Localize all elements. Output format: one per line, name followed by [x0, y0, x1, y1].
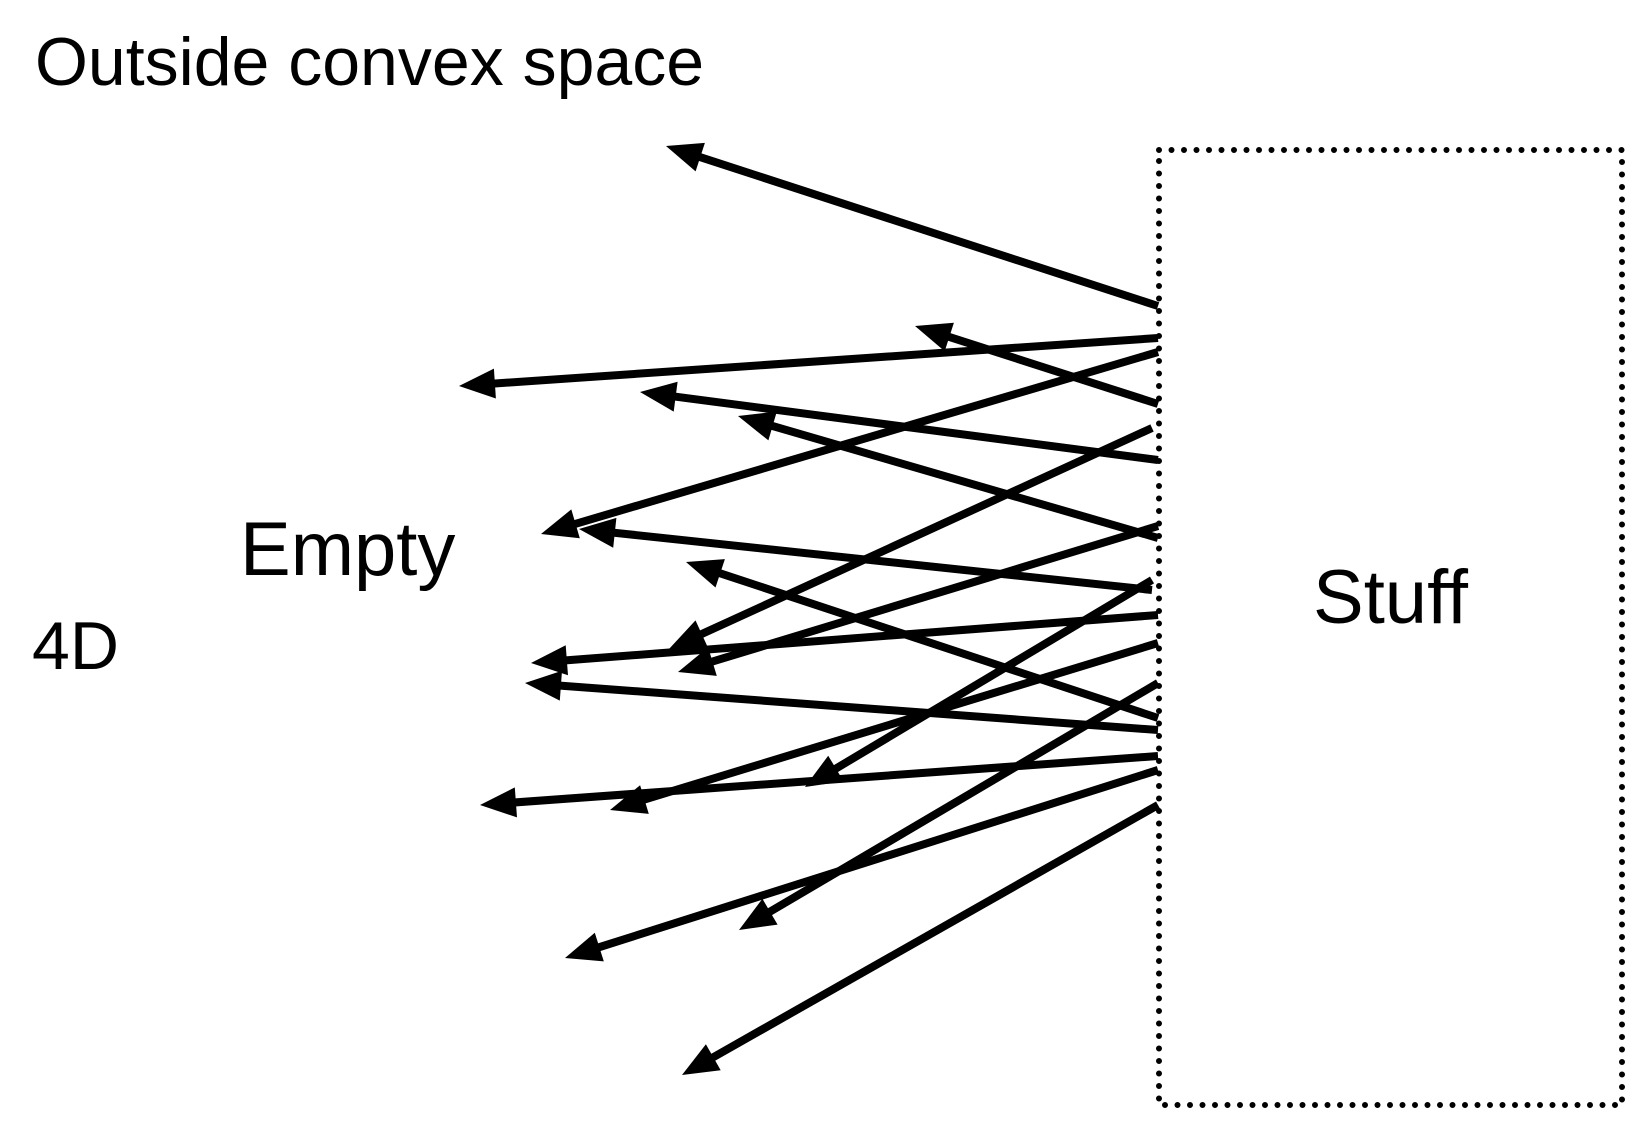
stuff-region-boundary: [1156, 147, 1625, 1108]
arrow-shaft: [698, 801, 1160, 1068]
arrow-shaft: [821, 576, 1155, 780]
diagram-title: Outside convex space: [35, 24, 705, 100]
arrowhead: [669, 620, 708, 649]
dimension-label: 4D: [32, 608, 119, 684]
arrow-shaft: [629, 639, 1160, 808]
arrows-group: [459, 142, 1161, 1075]
arrowhead: [738, 411, 777, 441]
arrow-shaft: [685, 148, 1160, 310]
arrow-2: [459, 334, 1159, 399]
arrow-shaft: [600, 527, 1153, 594]
arrowhead: [579, 517, 617, 548]
arrow-5: [640, 381, 1159, 464]
arrow-9: [579, 517, 1153, 594]
arrow-11: [686, 559, 1160, 722]
arrow-7: [669, 424, 1154, 649]
arrow-16: [739, 679, 1161, 930]
arrow-shaft: [584, 766, 1160, 956]
arrowhead: [525, 670, 562, 701]
arrow-shaft: [552, 611, 1159, 666]
arrow-10: [531, 611, 1159, 676]
arrowhead: [678, 647, 717, 676]
arrow-shaft: [501, 752, 1159, 808]
arrowhead: [666, 142, 705, 172]
arrowhead: [531, 645, 568, 676]
arrow-shaft: [705, 565, 1160, 722]
arrow-shaft: [686, 424, 1154, 644]
arrowhead: [915, 322, 954, 352]
arrow-6: [738, 411, 1160, 542]
arrow-shaft: [480, 334, 1159, 389]
arrowhead: [640, 381, 678, 412]
arrowhead: [480, 787, 517, 818]
arrowhead: [565, 932, 604, 962]
arrowhead: [686, 559, 725, 588]
arrow-17: [565, 766, 1160, 962]
arrow-1: [666, 142, 1160, 310]
arrow-shaft: [757, 418, 1160, 542]
arrowhead: [541, 509, 580, 539]
arrowhead: [682, 1044, 721, 1075]
arrow-15: [480, 752, 1159, 818]
arrow-4: [915, 322, 1160, 408]
arrow-shaft: [660, 390, 1159, 464]
arrowhead: [739, 898, 778, 930]
arrowhead: [459, 368, 496, 399]
arrow-shaft: [546, 680, 1159, 734]
arrow-14: [805, 576, 1155, 787]
arrow-18: [682, 801, 1160, 1075]
empty-region-label: Empty: [240, 507, 456, 592]
arrow-shaft: [560, 348, 1160, 532]
arrow-3: [541, 348, 1160, 539]
arrow-12: [525, 670, 1159, 734]
stuff-region-label: Stuff: [1313, 555, 1468, 640]
arrow-shaft: [934, 328, 1160, 408]
